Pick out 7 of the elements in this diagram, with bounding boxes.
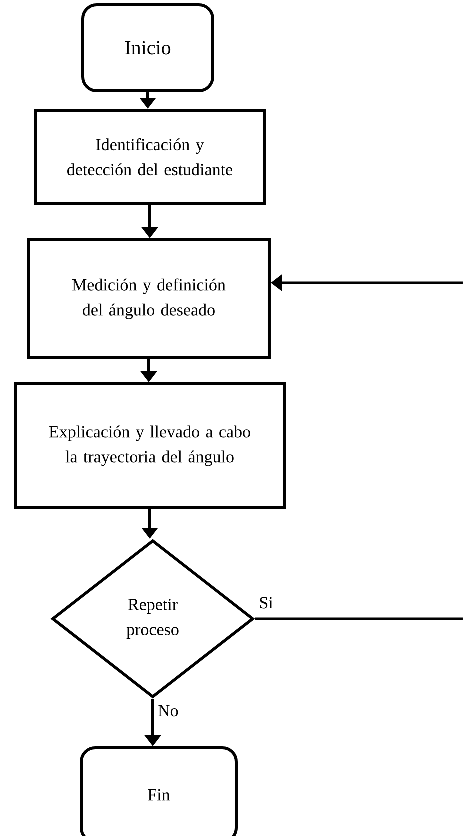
terminal-box: Inicio	[82, 4, 214, 93]
process-box: Explicación y llevado a cabo la trayectoria del ángulo	[14, 382, 286, 510]
terminal-box: Fin	[80, 746, 238, 836]
edge-label: Si	[258, 596, 274, 610]
edge-label: No	[157, 704, 180, 718]
process-box: Identificación y detección del estudiante	[34, 109, 266, 205]
process-box: Medición y definición del ángulo deseado	[27, 238, 271, 360]
